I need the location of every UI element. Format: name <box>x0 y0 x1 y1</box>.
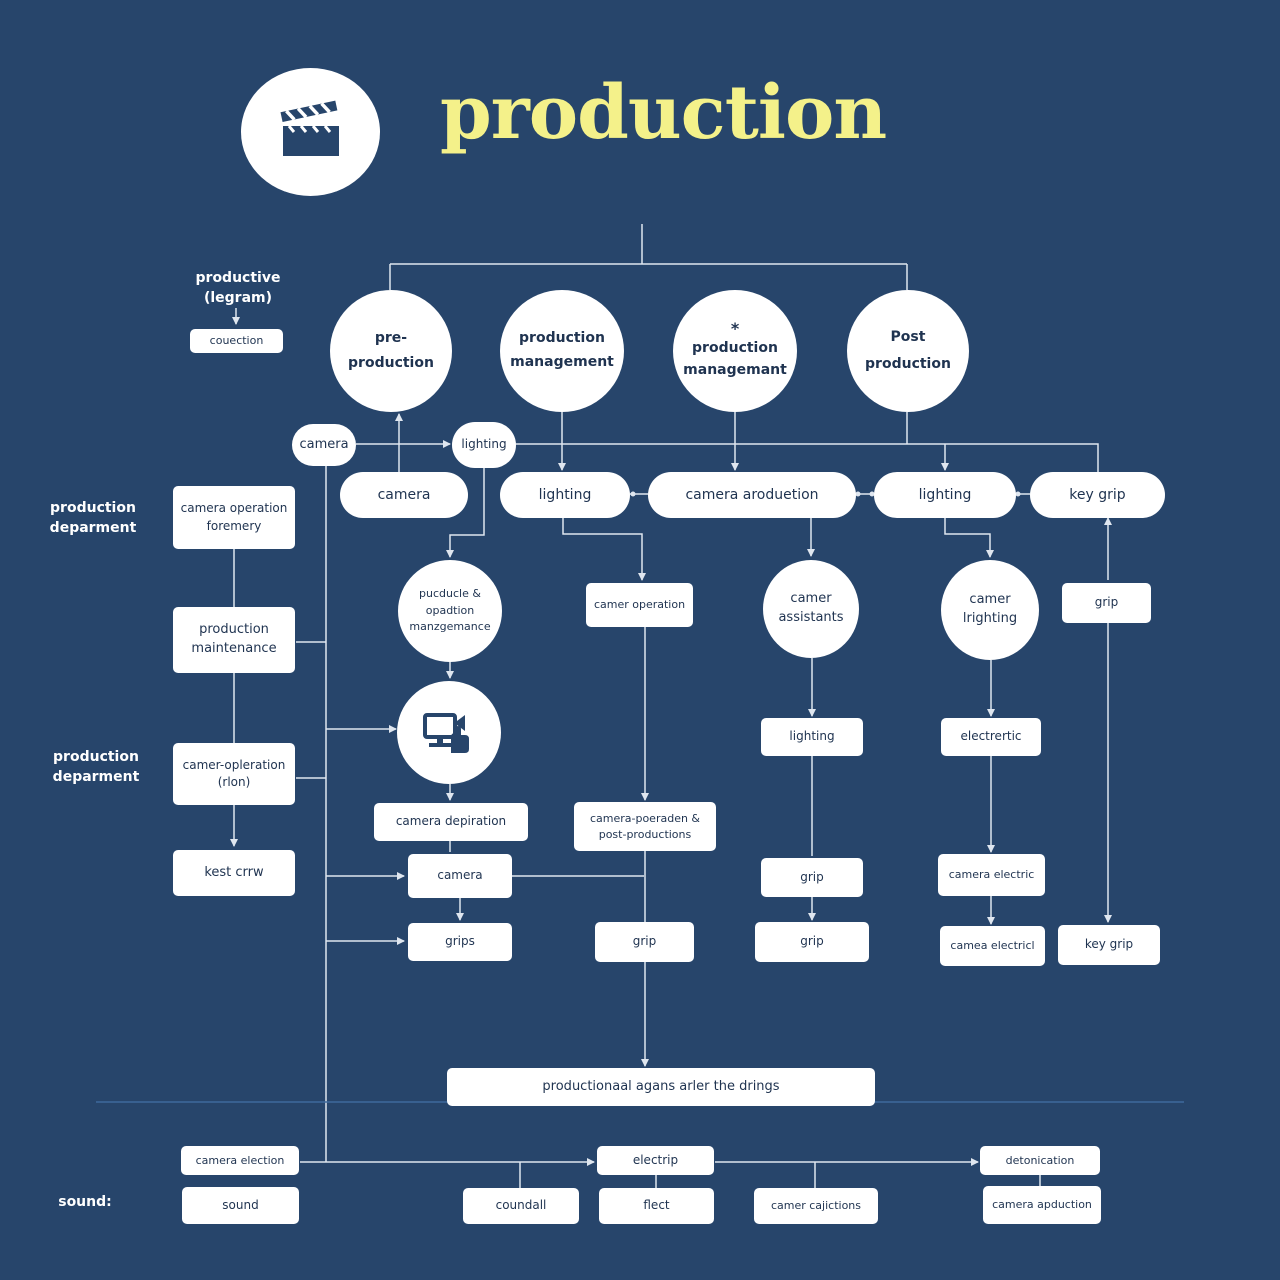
camer-assistants-node[interactable]: camer assistants <box>763 560 859 658</box>
lighting-box-col4[interactable]: lighting <box>761 718 863 756</box>
lighting-pill-2[interactable]: lighting <box>874 472 1016 518</box>
camera-depiration-box[interactable]: camera depiration <box>374 803 528 841</box>
side-label-department-1: production deparment <box>49 500 137 537</box>
detonication-box[interactable]: detonication <box>980 1146 1100 1175</box>
side-label-sound: sound: <box>58 1194 112 1210</box>
key-grip-box[interactable]: key grip <box>1058 925 1160 965</box>
lighting-pill-1[interactable]: lighting <box>500 472 630 518</box>
kest-crew-box[interactable]: kest crrw <box>173 850 295 896</box>
page-title: production <box>440 70 887 156</box>
grip-box-col6[interactable]: grip <box>1062 583 1151 623</box>
key-grip-pill[interactable]: key grip <box>1030 472 1165 518</box>
post-production-node[interactable]: Post production <box>847 290 969 412</box>
camera-apduction-box[interactable]: camera apduction <box>983 1186 1101 1224</box>
camer-cajictions-box[interactable]: camer cajictions <box>754 1188 878 1224</box>
star-icon: * <box>730 318 740 338</box>
camer-operation-box[interactable]: camer operation <box>586 583 693 627</box>
grip-box-col3[interactable]: grip <box>595 922 694 962</box>
camer-lrighting-node[interactable]: camer lrighting <box>941 560 1039 660</box>
camera-electric-box[interactable]: camera electric <box>938 854 1045 896</box>
electrertic-box[interactable]: electrertic <box>941 718 1041 756</box>
camea-electricl-box[interactable]: camea electricl <box>940 926 1045 966</box>
camera-operation-box[interactable]: camer-opleration (rlon) <box>173 743 295 805</box>
camera-aroduetion-pill[interactable]: camera aroduetion <box>648 472 856 518</box>
monitor-hand-icon <box>423 712 469 753</box>
grip-box-col4-1[interactable]: grip <box>761 858 863 897</box>
production-management-star-node[interactable]: * production managemant <box>673 290 797 412</box>
grip-box-col4-2[interactable]: grip <box>755 922 869 962</box>
coundall-box[interactable]: coundall <box>463 1188 579 1224</box>
camera-node-small[interactable]: camera <box>292 424 356 466</box>
side-label-department-2: production deparment <box>52 749 140 786</box>
camera-election-box[interactable]: camera election <box>181 1146 299 1175</box>
camera-box[interactable]: camera <box>408 854 512 898</box>
clapperboard-icon <box>280 100 339 156</box>
clapperboard-logo <box>241 68 380 196</box>
monitor-node[interactable] <box>397 681 501 784</box>
legend-box: couection <box>190 329 283 353</box>
production-operation-management-node[interactable]: pucducle & opadtion manzgemance <box>398 560 502 662</box>
productional-agans-box[interactable]: productionaal agans arler the drings <box>447 1068 875 1106</box>
camera-pill[interactable]: camera <box>340 472 468 518</box>
pre-production-node[interactable]: pre- production <box>330 290 452 412</box>
camera-operation-foremery-box[interactable]: camera operation foremery <box>173 486 295 549</box>
legend-title: productive (legram) <box>195 270 281 307</box>
production-management-node[interactable]: production management <box>500 290 624 412</box>
grips-box[interactable]: grips <box>408 923 512 961</box>
sound-box[interactable]: sound <box>182 1187 299 1224</box>
lighting-node-small[interactable]: lighting <box>452 422 516 468</box>
flect-box[interactable]: flect <box>599 1188 714 1224</box>
production-management-label: production managemant <box>683 339 787 378</box>
camera-poeraden-post-productions-box[interactable]: camera-poeraden & post-productions <box>574 802 716 851</box>
electrip-box[interactable]: electrip <box>597 1146 714 1175</box>
production-maintenance-box[interactable]: production maintenance <box>173 607 295 673</box>
